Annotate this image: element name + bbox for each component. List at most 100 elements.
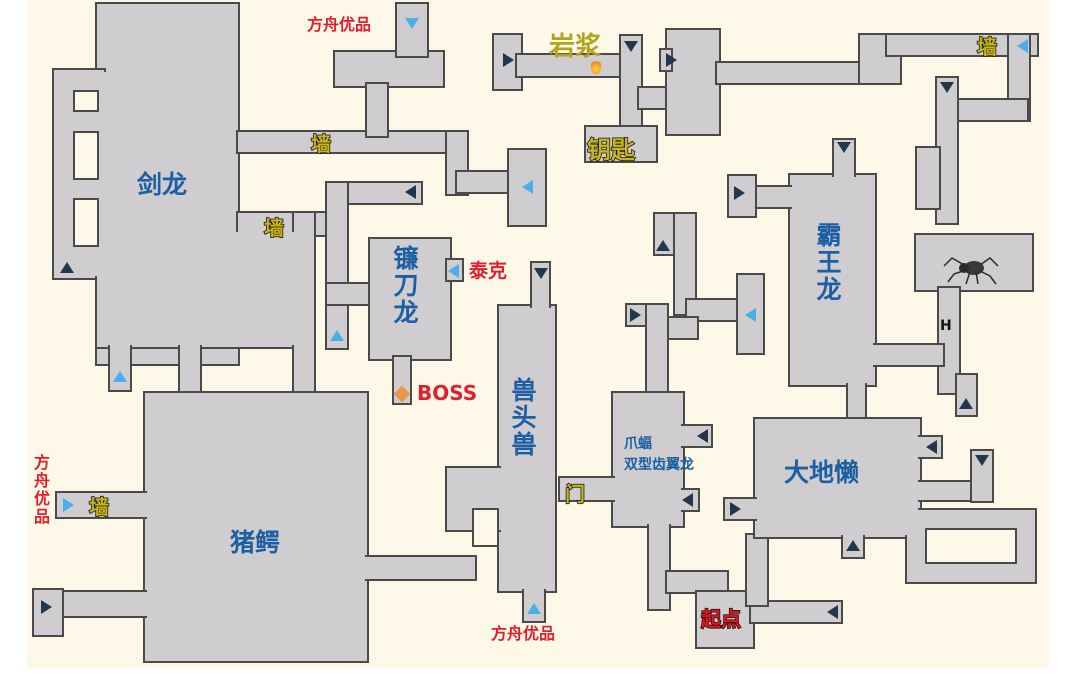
corridor-sloth-east xyxy=(918,482,978,500)
lava-flame-icon xyxy=(591,58,601,74)
corridor-right-mid xyxy=(957,100,1027,120)
corridor-start-east xyxy=(751,602,841,622)
corridor-right-down xyxy=(1009,35,1029,120)
pillar xyxy=(75,200,97,245)
corridor-door xyxy=(560,478,615,500)
boss-label-pig-croc: 猪鳄 xyxy=(230,528,281,557)
key-label: 钥匙 xyxy=(586,135,636,165)
boss-label-wing-dragon: 双型齿翼龙 xyxy=(624,457,694,473)
corridor-top-down xyxy=(367,84,387,136)
pillar xyxy=(75,133,97,178)
arrow-dark-up-icon xyxy=(656,240,670,251)
merge-fill xyxy=(147,395,365,659)
arrow-blue-up-icon xyxy=(330,330,344,341)
corridor-mid-v xyxy=(647,305,667,395)
arrow-dark-left-icon xyxy=(827,605,838,619)
arrow-dark-right-icon xyxy=(730,502,741,516)
arrow-dark-up-icon xyxy=(846,540,860,551)
wall-tag: 墙 xyxy=(88,494,110,520)
corridor-spider-down xyxy=(939,288,959,393)
spider-icon xyxy=(943,257,999,285)
corridor-top-long xyxy=(717,63,877,83)
arrow-blue-up-icon xyxy=(113,371,127,382)
arrow-blue-up-icon xyxy=(527,603,541,614)
arrow-blue-left-icon xyxy=(448,264,459,278)
corridor-sword-south-2 xyxy=(180,340,200,395)
arrow-blue-left-icon xyxy=(522,180,533,194)
boss-marker-label: BOSS xyxy=(417,381,478,405)
corridor-right-long xyxy=(937,78,957,223)
alcove-right xyxy=(917,148,939,208)
corridor-tyranno-south xyxy=(848,383,865,423)
tank-label: 泰克 xyxy=(469,260,508,282)
arrow-dark-down-icon xyxy=(837,142,851,153)
wall-tag: 墙 xyxy=(263,215,285,241)
arrow-dark-left-icon xyxy=(926,440,937,454)
room-start xyxy=(697,592,753,647)
wall-tag: 墙 xyxy=(310,131,332,157)
merge-fill xyxy=(501,308,553,589)
pillar xyxy=(474,510,497,545)
merge-fill xyxy=(757,421,918,535)
corridor-wing-to-start xyxy=(667,572,727,592)
loot-label-bottom: 方舟优品 xyxy=(491,624,556,643)
corridor-scythe-mid xyxy=(327,284,372,304)
arrow-dark-up-icon xyxy=(959,398,973,409)
arrow-dark-down-icon xyxy=(534,268,548,279)
corridor-mid-branch xyxy=(675,214,695,314)
arrow-blue-down-icon xyxy=(405,18,419,29)
room-top-right-junction xyxy=(667,30,719,134)
alcove-spider-south xyxy=(957,375,976,415)
boss-label-sword-dragon: 剑龙 xyxy=(137,170,188,199)
arrow-dark-right-icon xyxy=(503,53,514,67)
boss-label-giant-sloth: 大地懒 xyxy=(784,458,860,487)
dungeon-map: 剑龙 镰刀龙 兽头兽 猪鳄 霸王龙 大地懒 爪蝠 双型齿翼龙 方舟优品 方舟优品… xyxy=(27,0,1049,668)
boss-label-beast-head: 兽头兽 xyxy=(508,377,537,458)
room-key xyxy=(586,127,656,161)
wall-tag: 墙 xyxy=(976,34,998,60)
gate-icon: H xyxy=(940,318,952,334)
corridor-drop xyxy=(294,213,314,393)
corridor-start-up xyxy=(747,535,767,605)
boss-label-tyrannosaurus: 霸王龙 xyxy=(813,222,842,303)
corridor-mid-down xyxy=(657,318,697,338)
corridor-top-to-wall xyxy=(887,35,1037,55)
corridor-lava xyxy=(517,55,631,76)
arrow-dark-up-icon xyxy=(60,262,74,273)
arrow-dark-left-icon xyxy=(405,185,416,199)
corridor-top-loot xyxy=(397,4,427,56)
loot-label-left: 方舟优品 xyxy=(31,454,50,526)
arrow-dark-down-icon xyxy=(624,41,638,52)
corridor-tyranno-east xyxy=(873,345,943,365)
merge-fill xyxy=(792,177,873,383)
arrow-dark-right-icon xyxy=(734,186,745,200)
corridor-tyranno-west xyxy=(752,187,792,207)
corridor-wall-1 xyxy=(238,132,458,152)
arrow-blue-left-icon xyxy=(745,308,756,322)
loot-label-top: 方舟优品 xyxy=(307,15,372,34)
arrow-dark-left-icon xyxy=(682,493,693,507)
start-label: 起点 xyxy=(700,606,742,632)
merge-fill xyxy=(615,395,681,524)
corridor-lava-down xyxy=(621,36,641,128)
arrow-blue-right-icon xyxy=(63,498,74,512)
corridor-wing-down xyxy=(649,524,669,609)
room-scythe-dragon xyxy=(370,239,450,359)
arrow-dark-right-icon xyxy=(666,53,677,67)
arrow-dark-down-icon xyxy=(975,455,989,466)
loop-hole xyxy=(927,530,1015,562)
room-top-loot xyxy=(335,52,443,86)
pillar xyxy=(75,92,97,110)
corridor-scythe-top xyxy=(327,183,421,203)
arrow-blue-left-icon xyxy=(1017,39,1028,53)
door-label: 门 xyxy=(564,481,586,507)
corridor-scythe-left xyxy=(327,183,347,348)
arrow-dark-left-icon xyxy=(697,429,708,443)
merge-fill xyxy=(99,232,295,345)
boss-label-claw-bat: 爪蝠 xyxy=(624,436,652,452)
boss-label-scythe-dragon: 镰刀龙 xyxy=(390,245,419,326)
corridor-pig-east xyxy=(365,557,475,579)
lava-label: 岩浆 xyxy=(549,32,602,62)
arrow-dark-right-icon xyxy=(41,600,52,614)
corridor-sword-south-1 xyxy=(110,340,130,390)
